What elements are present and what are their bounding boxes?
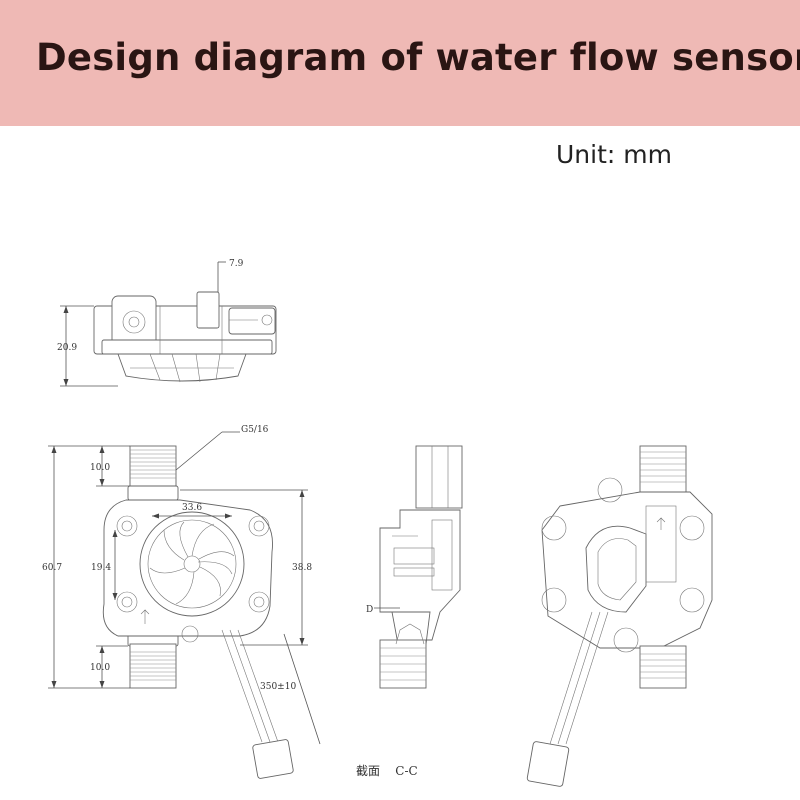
mount-hole: [541, 587, 567, 613]
dim-height-top-view: 20.9: [57, 343, 77, 353]
dim-total-height: 60.7: [42, 563, 62, 573]
mount-hole: [597, 477, 623, 503]
front-cable: [221, 629, 263, 743]
mount-hole: [248, 591, 270, 613]
page-title: Design diagram of water flow sensor: [36, 36, 800, 79]
dim-thread-top: 10.0: [90, 463, 110, 473]
impeller: [147, 519, 237, 609]
section-marker: D: [366, 605, 373, 615]
front-view: G5/16 60.7 10.0 10.0: [42, 425, 321, 779]
top-view-connector: [228, 307, 276, 335]
dim-thread-bottom: 10.0: [90, 663, 110, 673]
section-view: D 截面 C-C: [356, 445, 463, 778]
top-view-tab: [196, 291, 220, 329]
mount-hole: [679, 587, 705, 613]
section-top-pipe: [415, 445, 463, 509]
mount-hole: [613, 627, 639, 653]
dim-nozzle: 7.9: [229, 259, 244, 269]
dim-body-height: 38.8: [292, 563, 312, 573]
back-cable-connector: [526, 741, 570, 787]
back-view: [526, 445, 713, 787]
dim-cable-length: 350±10: [260, 682, 296, 692]
mount-hole: [541, 515, 567, 541]
mount-hole: [679, 515, 705, 541]
section-caption: 截面 C-C: [356, 764, 418, 778]
front-cable-connector: [252, 739, 294, 779]
back-cable: [565, 611, 609, 745]
mount-hole: [248, 515, 270, 537]
mount-hole: [116, 591, 138, 613]
unit-label: Unit: mm: [556, 140, 672, 169]
back-bottom-thread: [639, 645, 687, 689]
top-view-impeller-ring: [117, 353, 247, 382]
front-bottom-thread: [129, 643, 177, 689]
dim-body-width: 33.6: [182, 503, 202, 513]
impeller-housing: [139, 511, 245, 617]
thread-label: G5/16: [241, 425, 269, 435]
title-banner: [0, 0, 800, 126]
back-top-thread: [639, 445, 687, 493]
front-top-thread: [129, 445, 177, 491]
dim-inner-height: 19.4: [91, 563, 111, 573]
top-view: 20.9 7.9: [57, 259, 277, 387]
top-view-boss-hole: [122, 310, 146, 334]
mount-hole: [116, 515, 138, 537]
